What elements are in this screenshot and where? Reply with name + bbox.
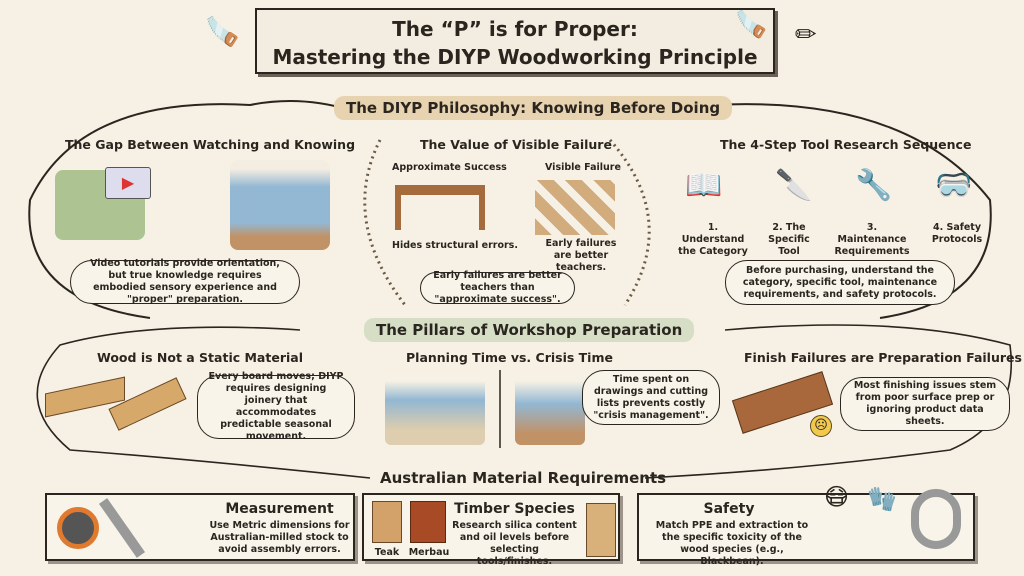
teak-swatch xyxy=(372,501,402,543)
safety-title: Safety xyxy=(703,501,755,517)
planning-title: Planning Time vs. Crisis Time xyxy=(406,350,613,365)
dust-mask-icon: 😷 xyxy=(824,483,850,511)
safety-box: Safety Match PPE and extraction to the s… xyxy=(637,483,975,567)
extraction-hose-icon xyxy=(911,489,961,549)
title-box: The “P” is for Proper: Mastering the DIY… xyxy=(255,8,775,74)
gap-title: The Gap Between Watching and Knowing xyxy=(65,137,356,152)
finish-title: Finish Failures are Preparation Failures xyxy=(744,350,1022,365)
tape-measure-icon xyxy=(57,507,99,549)
merbau-swatch xyxy=(410,501,446,543)
chisel-icon: 🔪 xyxy=(775,168,813,203)
wood-sample-icon xyxy=(586,503,616,557)
saw-icon: 🪚 xyxy=(205,15,240,48)
finish-note: Most finishing issues stem from poor sur… xyxy=(840,377,1010,431)
sad-face-icon: ☹ xyxy=(810,415,832,437)
crisis-person-illustration xyxy=(515,370,585,445)
caliper-icon xyxy=(98,498,146,558)
title-line-2: Mastering the DIYP Woodworking Principle xyxy=(272,45,758,69)
failure-note: Early failures are better teachers than … xyxy=(420,270,575,305)
wrench-oilcan-icon: 🔧 xyxy=(855,168,893,203)
pencil-icon: ✏ xyxy=(795,20,817,50)
visible-failure-label: Visible Failure xyxy=(545,162,621,173)
table-icon xyxy=(395,185,485,230)
failure-title: The Value of Visible Failure xyxy=(420,137,612,152)
measurement-box: Measurement Use Metric dimensions for Au… xyxy=(45,493,355,561)
australian-header: Australian Material Requirements xyxy=(380,469,667,487)
merbau-label: Merbau xyxy=(408,547,450,558)
approx-success-caption: Hides structural errors. xyxy=(392,240,518,251)
research-title: The 4-Step Tool Research Sequence xyxy=(720,137,972,152)
goggles-icon: 🥽 xyxy=(935,168,973,203)
step-3-label: 3. Maintenance Requirements xyxy=(834,222,910,257)
timber-box: Teak Merbau Timber Species Research sili… xyxy=(362,493,620,567)
video-play-icon: ▶ xyxy=(105,167,151,199)
book-icon: 📖 xyxy=(685,168,723,203)
working-person-illustration xyxy=(230,160,330,250)
saw-icon: 🪚 xyxy=(735,10,768,40)
approx-success-label: Approximate Success xyxy=(392,162,507,173)
safety-text: Match PPE and extraction to the specific… xyxy=(655,520,809,567)
broken-joint-icon xyxy=(535,180,615,235)
title-line-1: The “P” is for Proper: xyxy=(392,17,638,41)
pillars-header: The Pillars of Workshop Preparation xyxy=(364,318,695,342)
step-1-label: 1. Understand the Category xyxy=(678,222,748,257)
timber-text: Research silica content and oil levels b… xyxy=(452,520,577,567)
measurement-text: Use Metric dimensions for Australian-mil… xyxy=(209,520,350,555)
gap-note: Video tutorials provide orientation, but… xyxy=(70,258,300,305)
wood-note: Every board moves; DIYP requires designi… xyxy=(197,371,355,442)
step-4-label: 4. Safety Protocols xyxy=(931,222,983,245)
planning-note: Time spent on drawings and cutting lists… xyxy=(582,370,720,425)
wood-title: Wood is Not a Static Material xyxy=(97,350,303,365)
visible-failure-caption: Early failures are better teachers. xyxy=(545,238,617,273)
timber-title: Timber Species xyxy=(454,501,575,517)
teak-label: Teak xyxy=(374,547,400,558)
philosophy-header: The DIYP Philosophy: Knowing Before Doin… xyxy=(334,96,733,120)
planning-person-illustration xyxy=(385,370,485,445)
measurement-title: Measurement xyxy=(225,501,334,517)
research-note: Before purchasing, understand the catego… xyxy=(725,260,955,305)
step-2-label: 2. The Specific Tool xyxy=(768,222,810,257)
gloves-icon: 🧤 xyxy=(867,485,897,513)
